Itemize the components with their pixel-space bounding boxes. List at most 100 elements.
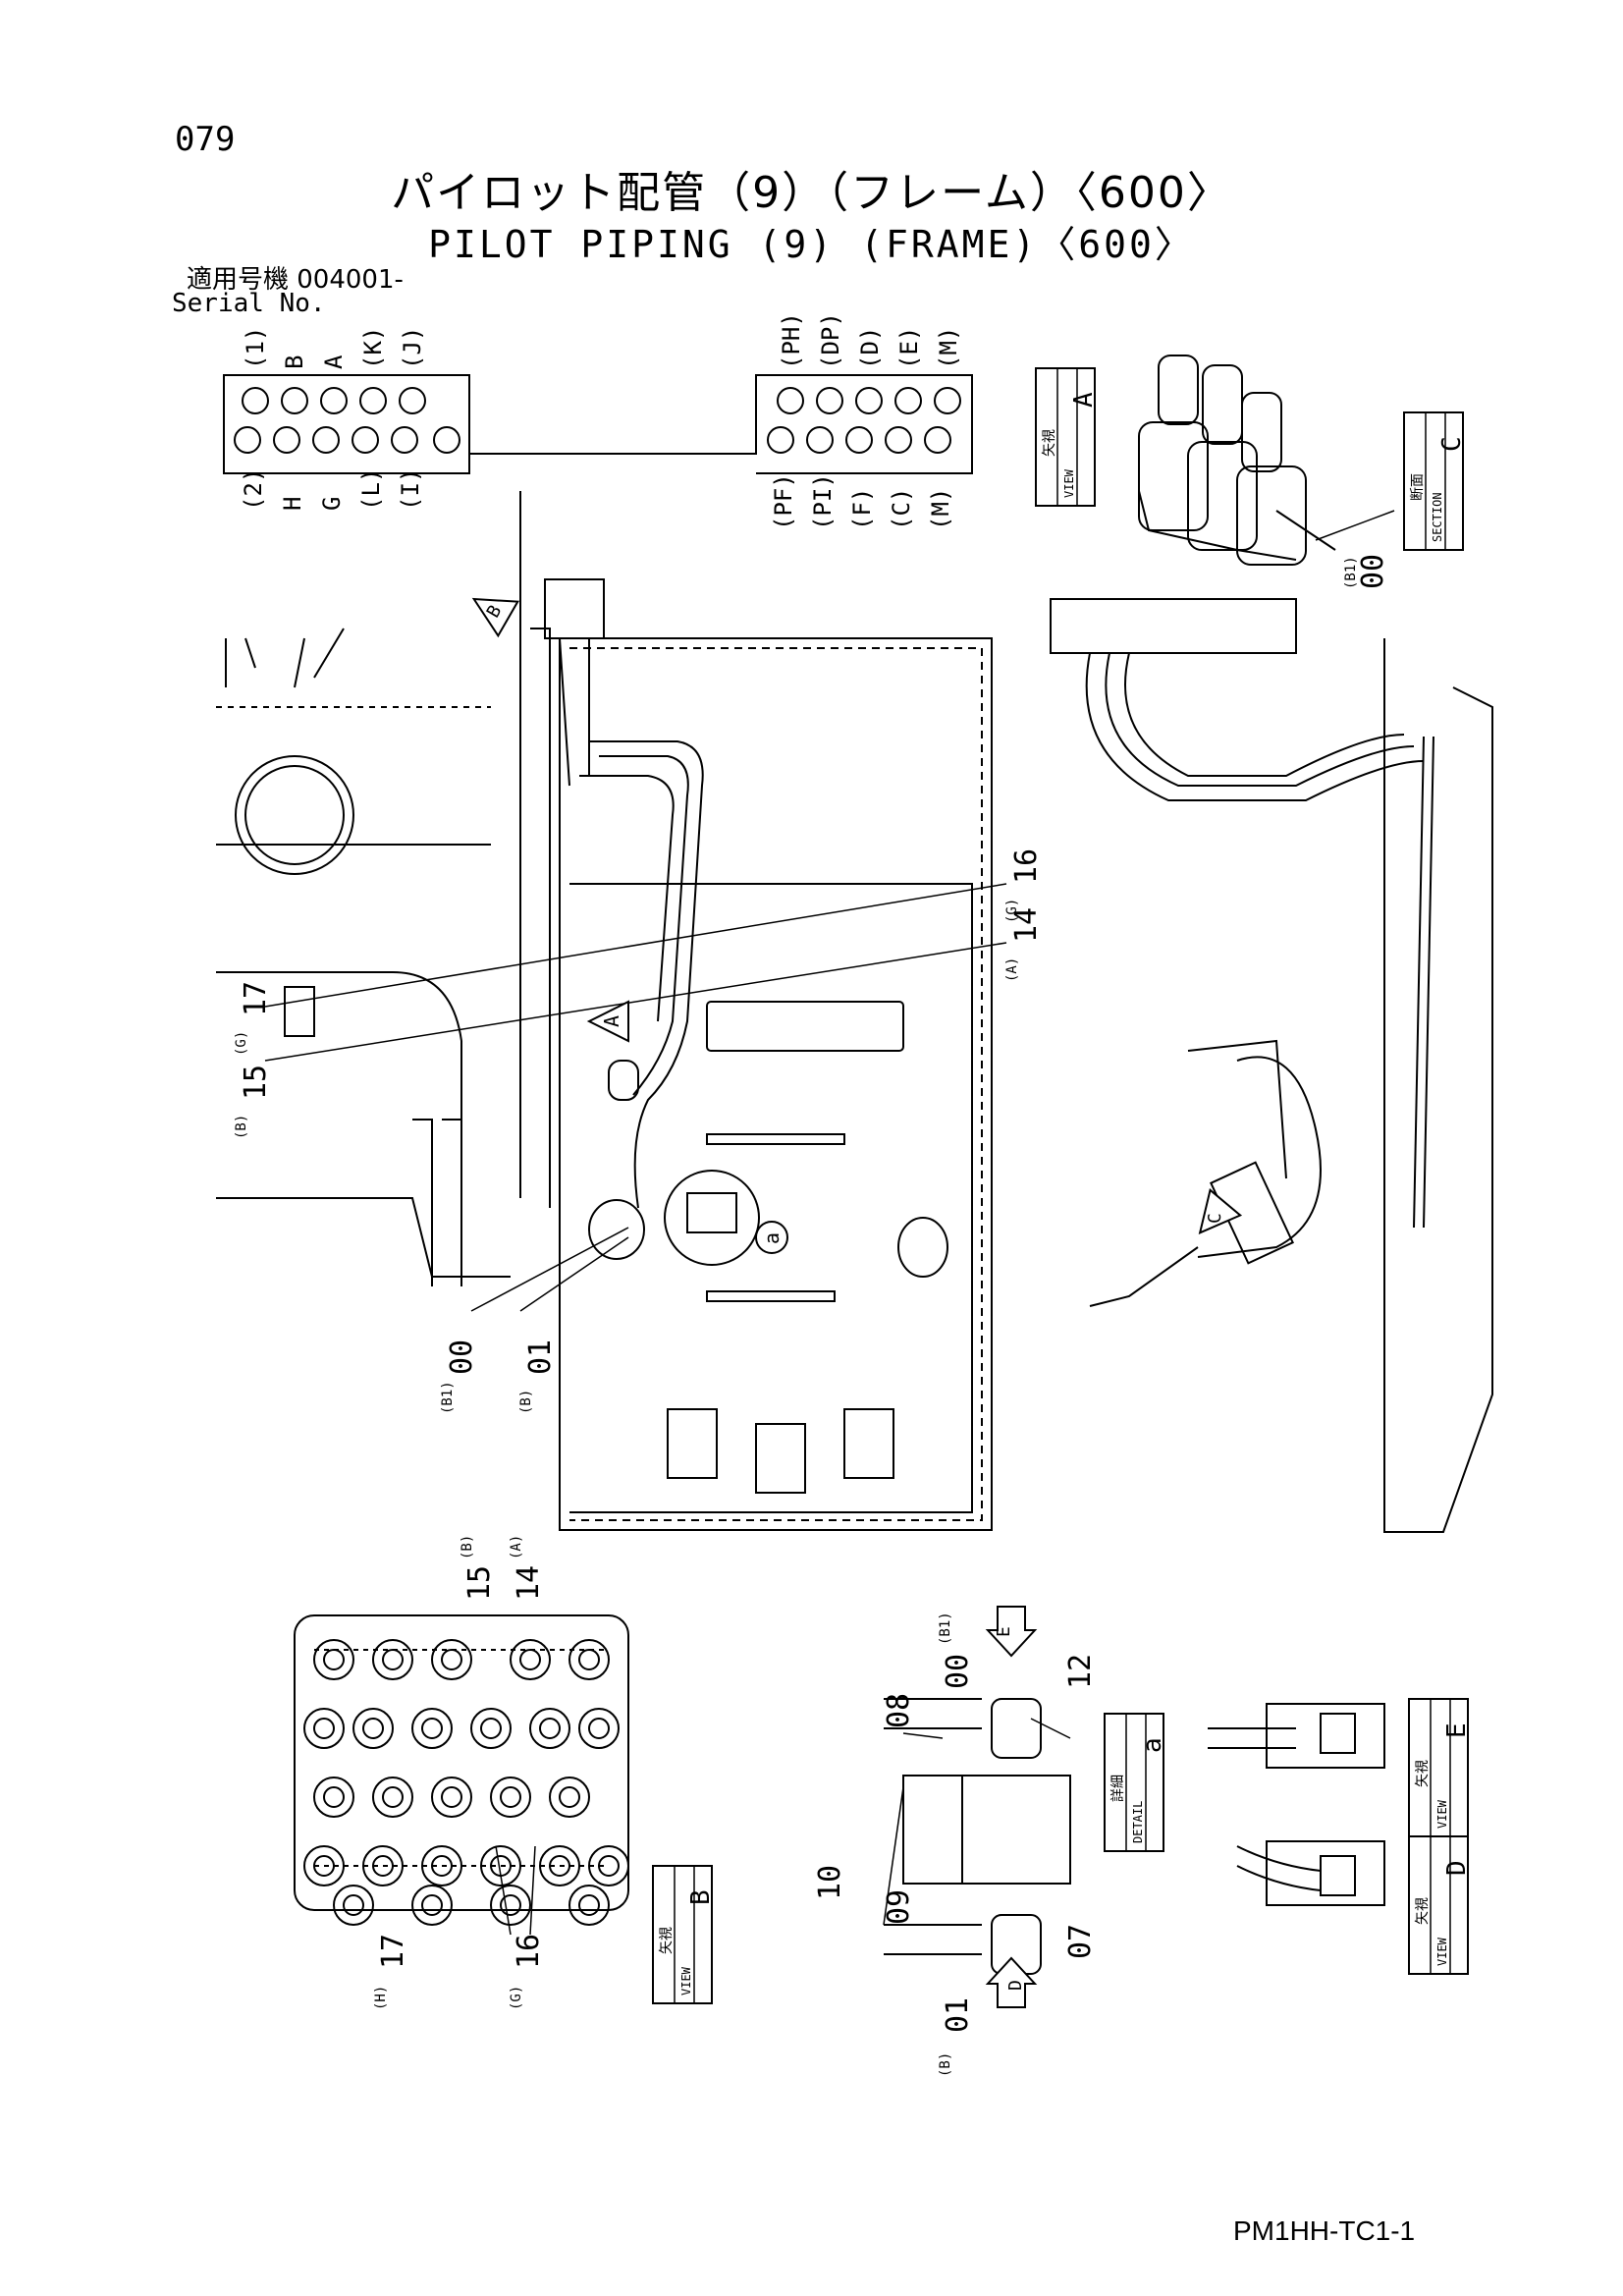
callout-number: 01 xyxy=(941,1997,975,2033)
port-circle xyxy=(312,426,340,454)
valve-boss xyxy=(510,1639,551,1680)
view-label-letter: B xyxy=(686,1889,716,1905)
callout-number: 12 xyxy=(1063,1654,1098,1689)
valve-boss xyxy=(588,1845,629,1886)
valve-boss xyxy=(411,1885,453,1926)
solenoid-valve-a xyxy=(664,1170,760,1266)
valve-boss-inner xyxy=(578,1649,600,1670)
callout-sub: (G) xyxy=(1004,899,1020,923)
port-label: (C) xyxy=(888,488,915,530)
port-label: G xyxy=(318,497,346,511)
valve-boss-inner xyxy=(578,1894,600,1916)
valve-boss xyxy=(539,1845,580,1886)
valve-boss xyxy=(372,1777,413,1818)
valve-boss-inner xyxy=(313,1855,335,1877)
port-circle xyxy=(242,387,269,414)
valve-boss xyxy=(490,1777,531,1818)
view-label-en: DETAIL xyxy=(1131,1801,1145,1843)
port-label: (2) xyxy=(240,468,267,511)
view-label-ja: 矢視 xyxy=(1415,1760,1431,1787)
valve-boss-inner xyxy=(500,1894,521,1916)
port-circle xyxy=(777,387,804,414)
callouts-view-b: 15(B)14(A)17(H)16(G) xyxy=(373,1535,546,2010)
callout-number: 14 xyxy=(512,1565,546,1601)
valve-boss xyxy=(303,1845,345,1886)
valve-boss xyxy=(421,1845,462,1886)
callout-section-c: 00 (B1) xyxy=(1343,554,1390,589)
valve-boss-inner xyxy=(519,1649,541,1670)
valve-boss-inner xyxy=(323,1649,345,1670)
frame-left-structure xyxy=(216,628,511,1286)
view-label-ja: 矢視 xyxy=(659,1927,675,1954)
pilot-hose-bundle xyxy=(544,578,704,1209)
port-circle xyxy=(433,426,460,454)
valve-boss xyxy=(568,1639,610,1680)
callout-sub: (B) xyxy=(460,1535,475,1559)
port-circle xyxy=(855,387,883,414)
valve-boss-inner xyxy=(421,1894,443,1916)
port-circle xyxy=(806,426,834,454)
port-circle xyxy=(234,426,261,454)
valve-port-bosses xyxy=(303,1639,629,1926)
callout-sub: (A) xyxy=(1004,957,1020,982)
valve-boss-inner xyxy=(539,1718,561,1739)
section-c-valve xyxy=(1138,355,1336,566)
view-label-ja: 詳細 xyxy=(1110,1775,1126,1802)
callout-number: 00 xyxy=(445,1339,479,1375)
port-label: H xyxy=(279,497,306,511)
view-label-en: VIEW xyxy=(1435,1799,1449,1829)
port-circle xyxy=(273,426,300,454)
callout-number: 07 xyxy=(1063,1924,1098,1959)
view-label-en: VIEW xyxy=(1435,1937,1449,1966)
view-label-ja: 断面 xyxy=(1410,473,1426,501)
arrow-marker-a: A xyxy=(586,1000,629,1043)
callout-sub: (B1) xyxy=(440,1381,456,1414)
callout-number: 09 xyxy=(882,1889,916,1925)
valve-boss xyxy=(362,1845,404,1886)
serial-label-en: Serial No. xyxy=(172,289,326,318)
valve-boss-inner xyxy=(382,1649,404,1670)
valve-boss xyxy=(333,1885,374,1926)
svg-text:D: D xyxy=(1005,1980,1026,1991)
frame-cutouts xyxy=(588,1001,948,1494)
view-label-ja: 矢視 xyxy=(1042,429,1057,457)
port-label: (1) xyxy=(242,327,269,369)
port-label: (E) xyxy=(895,327,923,369)
svg-text:A: A xyxy=(600,1015,623,1027)
port-label: (F) xyxy=(848,488,876,530)
valve-boss xyxy=(480,1845,521,1886)
arrow-marker-b: B xyxy=(471,597,519,638)
callout-number: 00 xyxy=(1356,554,1390,589)
valve-boss-inner xyxy=(500,1786,521,1808)
port-label: (M) xyxy=(927,488,954,530)
port-circle xyxy=(816,387,843,414)
port-circles-right xyxy=(767,387,961,454)
port-label: (J) xyxy=(399,327,426,369)
callout-number: 16 xyxy=(1009,848,1044,884)
callout-sub: (B) xyxy=(938,2052,953,2077)
valve-boss xyxy=(568,1885,610,1926)
view-label-boxes: 矢視VIEWA断面SECTIONC矢視VIEWB詳細DETAILa矢視VIEWE… xyxy=(652,367,1472,2004)
callout-number: 08 xyxy=(882,1693,916,1728)
valve-boss xyxy=(549,1777,590,1818)
valve-boss xyxy=(470,1708,512,1749)
arrow-marker-e: E xyxy=(985,1606,1038,1658)
callout-number: 15 xyxy=(239,1065,273,1100)
callout-sub: (B1) xyxy=(1343,556,1359,589)
arrow-marker-c: C xyxy=(1198,1188,1243,1235)
valve-boss-inner xyxy=(559,1786,580,1808)
svg-text:C: C xyxy=(1205,1213,1225,1224)
valve-boss xyxy=(313,1639,354,1680)
valve-boss-inner xyxy=(441,1649,462,1670)
callout-number: 15 xyxy=(462,1565,497,1601)
valve-boss xyxy=(578,1708,620,1749)
valve-boss xyxy=(352,1708,394,1749)
port-label: (D) xyxy=(856,327,884,369)
port-label: (PF) xyxy=(770,473,797,530)
